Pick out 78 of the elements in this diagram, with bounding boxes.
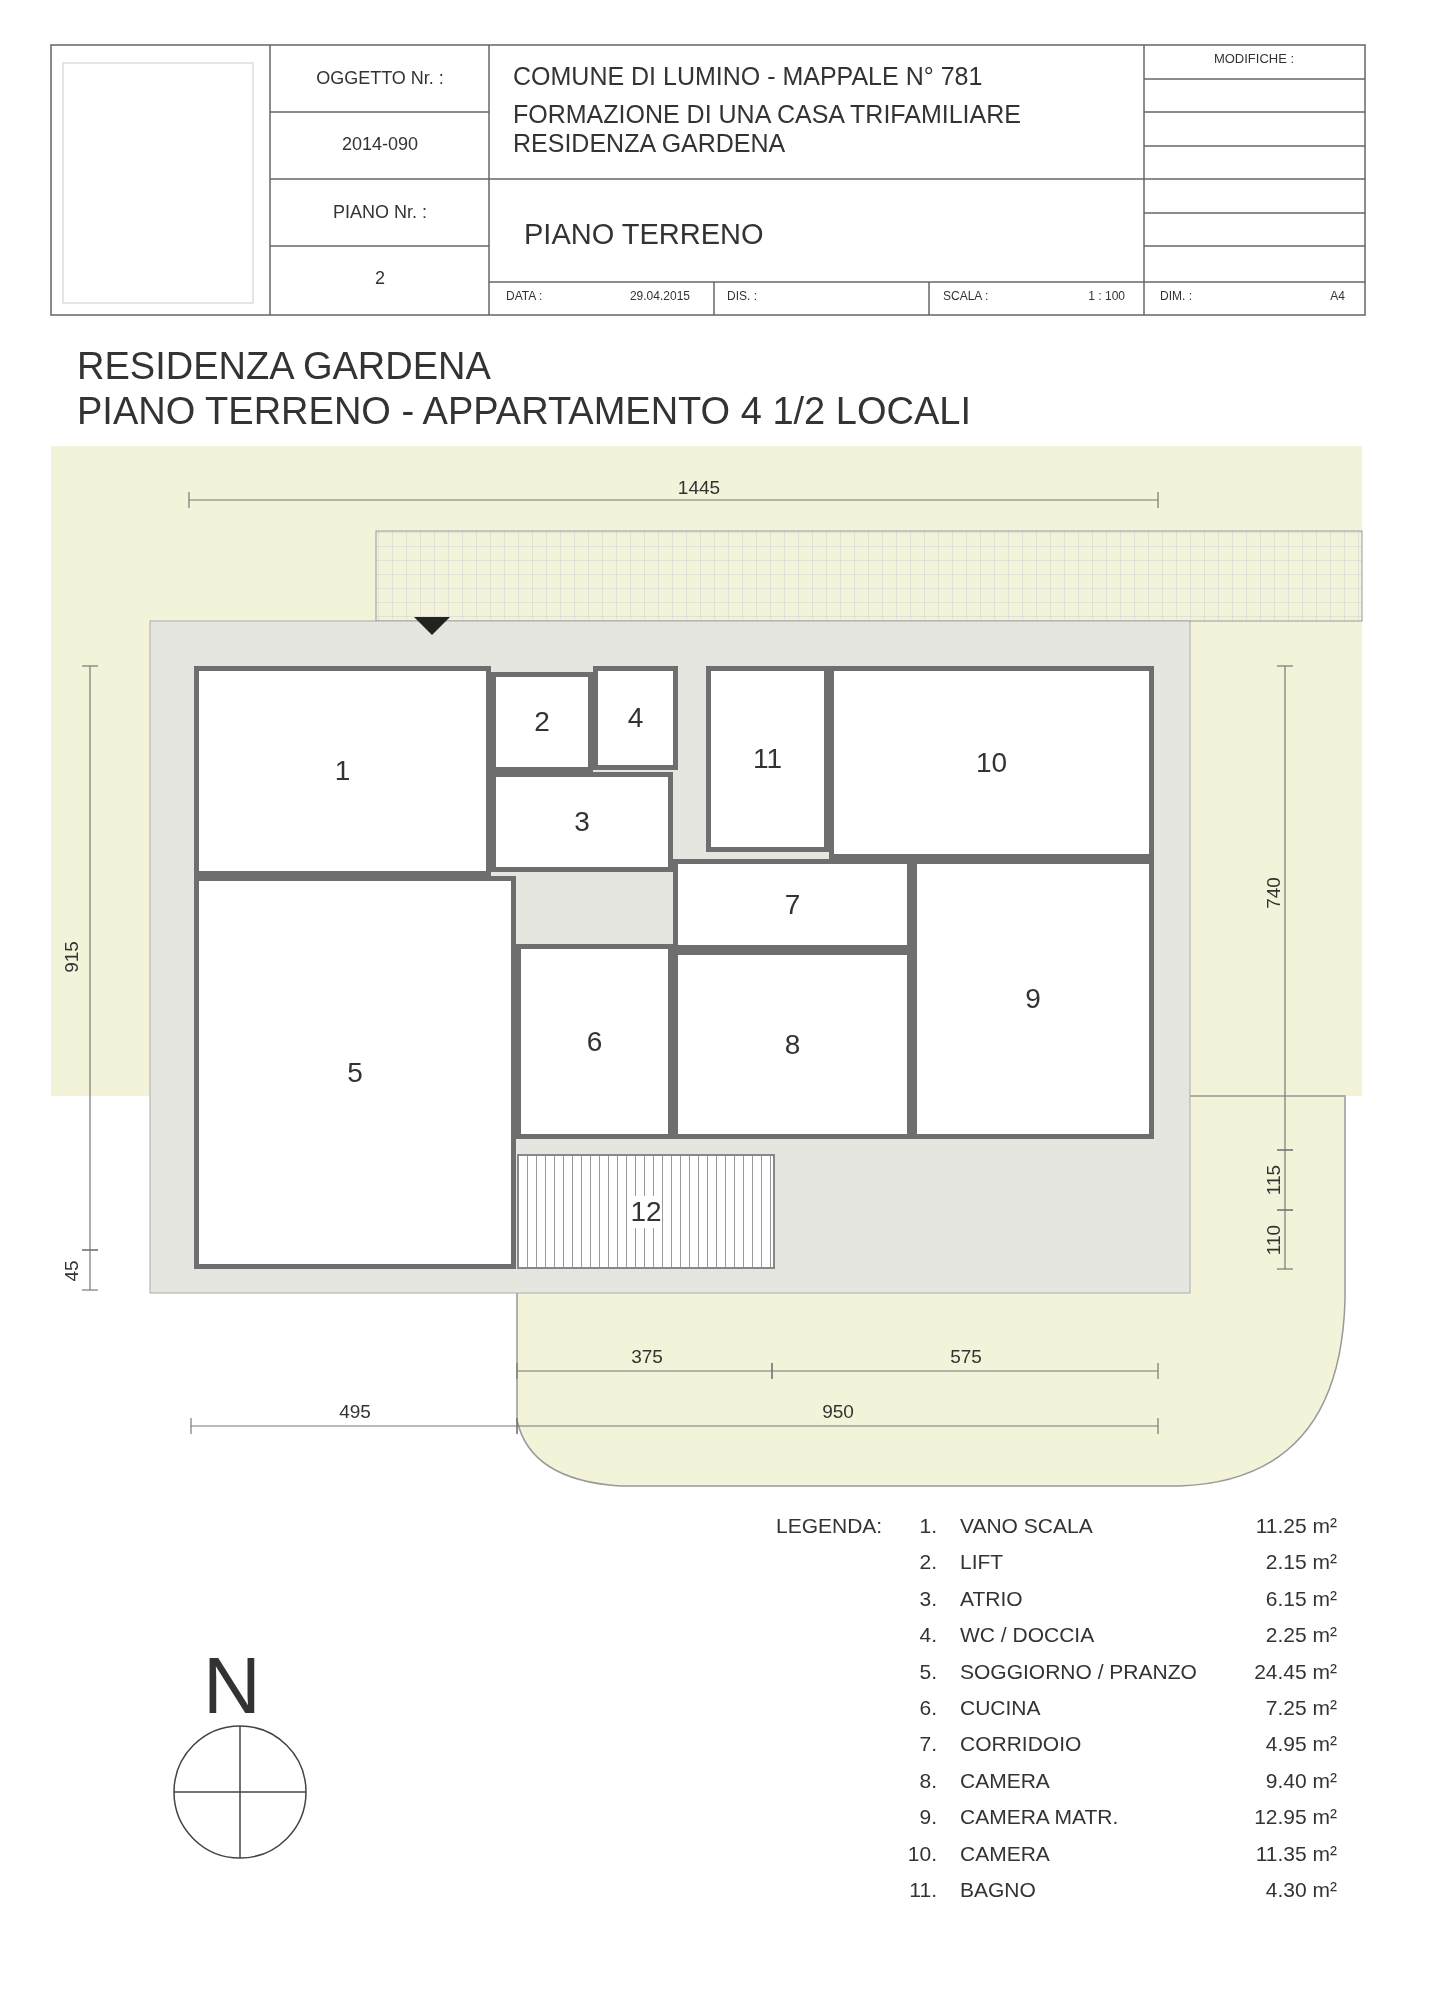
legend-room-name: CORRIDOIO [960,1732,1082,1757]
north-label: N [203,1640,261,1732]
legend-number: 3. [919,1586,937,1611]
legend-number: 1. [919,1514,937,1539]
room-number: 3 [574,806,590,838]
dimension-label: 740 [1263,877,1285,909]
legend-area: 7.25 m² [1265,1696,1337,1721]
dimension-label: 45 [61,1260,83,1282]
legend-room-name: CUCINA [960,1696,1041,1721]
legend-number: 6. [919,1696,937,1721]
field-value: 2 [375,268,385,289]
dimension-label: 950 [822,1401,854,1423]
room [517,1154,775,1269]
room-number: 1 [334,755,351,787]
legend-area: 4.30 m² [1265,1878,1337,1903]
legend-area: 24.45 m² [1254,1659,1337,1684]
legend-room-name: ATRIO [960,1586,1023,1611]
legend-room-name: WC / DOCCIA [960,1623,1095,1648]
field-value: A4 [1330,290,1345,304]
room-number: 7 [784,888,801,921]
room-number: 2 [534,706,550,738]
legend-area: 11.35 m² [1255,1841,1337,1866]
project-text: COMUNE DI LUMINO - MAPPALE N° 781 [513,62,983,91]
legend-area: 2.15 m² [1265,1550,1337,1575]
legend-area: 6.15 m² [1265,1586,1337,1611]
legend-room-name: BAGNO [960,1878,1036,1903]
legend-room-name: CAMERA [960,1768,1050,1793]
field-value: 1 : 100 [1088,290,1125,304]
dimension-label: 115 [1263,1164,1285,1196]
legend-room-name: LIFT [960,1550,1004,1575]
dimension-label: 495 [339,1401,371,1423]
room-number: 11 [752,743,783,775]
legend-area: 11.25 m² [1255,1514,1337,1539]
room-number: 8 [784,1028,801,1061]
room-number: 6 [586,1025,603,1058]
dimension-label: 575 [950,1346,982,1368]
dimension-label: 375 [631,1346,663,1368]
project-text: FORMAZIONE DI UNA CASA TRIFAMILIARE RESIDENZA GARDENA [513,100,1022,158]
room-number: 9 [1025,983,1041,1015]
field-label: DATA : [506,290,543,304]
legend-room-name: CAMERA MATR. [960,1805,1119,1830]
dimension-label: 915 [61,941,83,973]
dimension-label: 110 [1263,1224,1285,1256]
heading: PIANO TERRENO - APPARTAMENTO 4 1/2 LOCALI [77,390,971,434]
legend-heading: LEGENDA: [776,1514,883,1539]
legend-room-name: SOGGIORNO / PRANZO [960,1659,1197,1684]
legend-number: 8. [919,1768,937,1793]
legend-number: 7. [919,1732,937,1757]
legend-area: 12.95 m² [1254,1805,1337,1830]
legend-number: 10. [907,1841,937,1866]
field-value: 29.04.2015 [629,290,690,304]
field-value: 2014-090 [341,134,419,155]
plan-name: PIANO TERRENO [524,218,764,252]
legend-area: 2.25 m² [1265,1623,1337,1648]
heading: RESIDENZA GARDENA [77,345,491,389]
legend-number: 9. [919,1805,937,1830]
legend-room-name: VANO SCALA [960,1514,1093,1539]
dimension-label: 1445 [677,477,721,499]
legend-area: 9.40 m² [1265,1768,1337,1793]
room-number: 12 [630,1195,662,1228]
room-number: 4 [627,702,644,734]
legend-number: 5. [919,1659,937,1684]
field-label: OGGETTO Nr. : [316,68,444,89]
field-label: PIANO Nr. : [333,202,427,223]
room-number: 10 [975,746,1008,779]
legend-number: 2. [919,1550,937,1575]
field-label: SCALA : [943,290,989,304]
room [706,666,829,852]
room [593,666,678,770]
legend-area: 4.95 m² [1265,1732,1337,1757]
legend-number: 4. [919,1623,937,1648]
field-label: MODIFICHE : [1213,52,1295,67]
field-label: DIS. : [727,290,757,304]
room-number: 5 [347,1056,363,1089]
legend-room-name: CAMERA [960,1841,1050,1866]
legend-number: 11. [909,1878,937,1903]
field-label: DIM. : [1160,290,1192,304]
room [194,876,516,1269]
